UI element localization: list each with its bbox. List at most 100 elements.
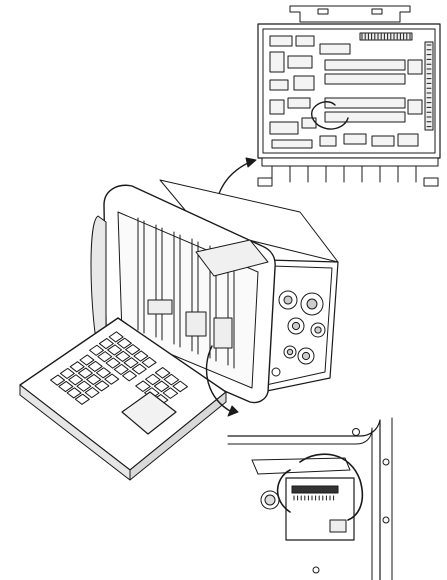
bottom-cable-b: [276, 469, 291, 513]
rear-connector-core: [291, 321, 301, 331]
board-chip: [287, 55, 313, 69]
keyboard-key: [66, 387, 82, 399]
rear-connector-core: [283, 295, 293, 305]
right-edge-pins: [426, 44, 432, 128]
memory-slot-1: [324, 59, 406, 71]
slot-connector: [185, 311, 207, 337]
keyboard-key: [162, 387, 179, 399]
chassis-screw-mid: [382, 516, 390, 524]
bracket-tab-right: [371, 8, 383, 15]
keyboard-key: [107, 344, 123, 356]
keyboard-key: [105, 357, 121, 369]
keyboard-key: [84, 387, 100, 399]
round-socket-inner: [264, 494, 276, 506]
card-slots: [137, 217, 235, 369]
board-chip: [407, 99, 423, 115]
keyboard-right-edge: [129, 391, 227, 481]
bottom-screw: [312, 566, 320, 574]
board-chip: [269, 79, 289, 91]
keyboard-key: [74, 393, 90, 405]
keyboard-key: [87, 360, 103, 372]
bracket-tab-left: [317, 8, 329, 15]
mounting-bracket: [251, 457, 351, 475]
bottom-cable-a: [299, 453, 364, 521]
board-foot-right: [423, 177, 439, 187]
rear-connectors: [271, 290, 326, 377]
board-chip: [271, 139, 313, 149]
board-chip: [287, 97, 311, 109]
memory-slot-3: [324, 97, 406, 109]
slot-connector: [213, 317, 233, 349]
keyboard-key: [68, 374, 84, 386]
keyboard-key: [141, 356, 157, 368]
chassis-screw-top: [352, 428, 360, 436]
keyboard-key: [123, 357, 139, 369]
rear-connector-core: [314, 326, 322, 334]
round-socket: [260, 490, 280, 510]
board-chip: [319, 135, 337, 147]
internal-board: [195, 239, 269, 277]
board-chip: [269, 121, 299, 135]
board-chip: [407, 59, 423, 75]
module-pins: [293, 495, 335, 501]
circuit-board-inner: [262, 28, 436, 154]
board-chip: [269, 51, 285, 73]
board-chip: [371, 135, 395, 147]
keyboard-key: [97, 351, 113, 363]
keyboard-key: [115, 350, 131, 362]
keyboard-key: [163, 373, 180, 386]
keyboard-key: [76, 380, 92, 392]
chassis-outline: [227, 419, 381, 580]
keyboard-key: [116, 337, 132, 349]
keyboard-key: [58, 380, 74, 393]
board-chip: [343, 133, 367, 145]
keyboard-key: [135, 380, 151, 392]
keyboard-key: [50, 374, 66, 386]
board-chip: [269, 99, 285, 115]
keyboard-key: [94, 380, 110, 392]
board-standoff-rods: [271, 165, 417, 183]
keyboard-key: [153, 380, 170, 393]
bottom-internal-detail: [227, 417, 393, 580]
keyboard-panel: [19, 317, 227, 481]
keyboard-key: [79, 354, 95, 366]
module-connector-strip: [291, 485, 339, 494]
rear-connector-core: [306, 298, 318, 310]
keyboard-key: [89, 344, 105, 356]
keyboard-key: [125, 344, 141, 356]
keyboard-key: [96, 367, 111, 379]
keyboard-key: [133, 350, 149, 362]
keyboard-key: [154, 367, 171, 379]
keyboard-key: [145, 373, 161, 386]
board-top-bracket: [289, 5, 411, 23]
keyboard-display-pad: [121, 391, 177, 435]
slot-connector: [147, 299, 173, 315]
keyboard-key: [108, 331, 124, 343]
arrow-to-bottom-detail: [205, 345, 239, 417]
keyboard-key: [131, 363, 147, 375]
keyboard-key: [77, 367, 93, 379]
right-edge-connector: [424, 41, 434, 131]
board-foot-left: [257, 177, 273, 187]
keyboard-key: [86, 373, 102, 386]
rear-connector-core: [301, 351, 311, 361]
board-chip: [295, 35, 315, 47]
carry-handle: [90, 215, 107, 347]
keyboard-key: [69, 361, 85, 373]
chassis-screw-side: [382, 458, 390, 466]
keyboard-key: [122, 370, 138, 382]
module-chip: [329, 519, 347, 533]
board-chip: [397, 133, 419, 147]
rear-screw: [271, 367, 281, 377]
board-chips: [269, 35, 423, 149]
keyboard-key: [59, 367, 75, 379]
keyboard-key: [98, 338, 114, 350]
top-header-pins: [361, 33, 411, 40]
board-chip: [319, 43, 351, 55]
top-header: [359, 32, 413, 41]
memory-slot-2: [324, 73, 406, 85]
memory-slot-4: [324, 111, 406, 123]
chassis-inner-line: [227, 427, 373, 580]
